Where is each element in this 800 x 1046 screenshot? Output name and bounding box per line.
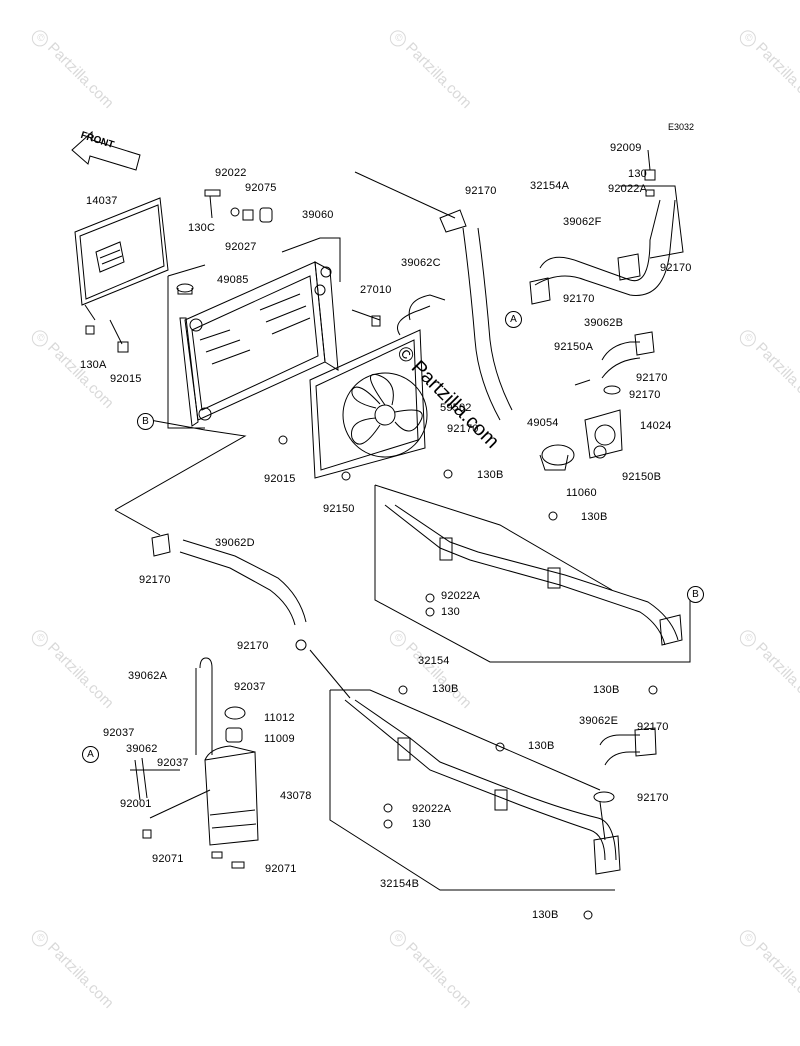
part-label: 92037 [234, 681, 266, 693]
part-label: 11012 [264, 712, 295, 724]
part-label: 92071 [265, 863, 297, 875]
part-label: 130B [593, 684, 620, 696]
part-label: 92022 [215, 167, 247, 179]
part-label: 39062B [584, 317, 624, 329]
part-label: 39062D [215, 537, 255, 549]
part-label: 39060 [302, 209, 334, 221]
part-label: 59502 [440, 402, 472, 414]
part-label: 130 [412, 818, 431, 830]
part-label: 92001 [120, 798, 152, 810]
part-label: 92022A [441, 590, 481, 602]
part-label: 92170 [139, 574, 171, 586]
part-label: 92027 [225, 241, 257, 253]
part-label: 130B [581, 511, 608, 523]
part-label: 92170 [563, 293, 595, 305]
part-label: 39062 [126, 743, 158, 755]
part-label: 130C [188, 222, 216, 234]
part-label: 49085 [217, 274, 249, 286]
part-label: 32154A [530, 180, 570, 192]
part-label: 130B [432, 683, 459, 695]
part-label: 92170 [637, 792, 669, 804]
part-label: 130A [80, 359, 107, 371]
part-label: 92150 [323, 503, 355, 515]
part-label: 92170 [465, 185, 497, 197]
part-label: 39062A [128, 670, 168, 682]
part-label: 92170 [637, 721, 669, 733]
part-label: 49054 [527, 417, 559, 429]
part-label: 92015 [264, 473, 296, 485]
part-label: 92150B [622, 471, 662, 483]
part-label: 92170 [237, 640, 269, 652]
part-label: 11009 [264, 733, 295, 745]
screen-14037 [74, 197, 169, 306]
part-label: 92170 [447, 423, 479, 435]
part-label: 39062C [401, 257, 441, 269]
part-label: 92150A [554, 341, 594, 353]
ref-marker-b: A [505, 311, 522, 328]
part-label: 39062E [579, 715, 619, 727]
part-label: 14024 [640, 420, 672, 432]
part-label: 43078 [280, 790, 312, 802]
part-label: 130 [441, 606, 460, 618]
part-label: 92170 [629, 389, 661, 401]
part-label: 92015 [110, 373, 142, 385]
part-label: 130B [532, 909, 559, 921]
ref-marker-a: A [82, 746, 99, 763]
part-label: 130B [477, 469, 504, 481]
part-label: 92071 [152, 853, 184, 865]
fan-59502 [309, 329, 428, 479]
part-label: 14037 [86, 195, 118, 207]
part-label: 130B [528, 740, 555, 752]
ref-marker-b: B [687, 586, 704, 603]
part-label: 32154 [418, 655, 450, 667]
part-label: 92037 [157, 757, 189, 769]
part-label: 92170 [660, 262, 692, 274]
ref-marker-a: B [137, 413, 154, 430]
front-arrow-icon [71, 130, 141, 171]
part-label: 130 [628, 168, 647, 180]
pipe-32154 [384, 504, 683, 646]
part-label: 92037 [103, 727, 135, 739]
reservoir-43078 [204, 706, 259, 869]
part-label: 27010 [360, 284, 392, 296]
radiator-39060 [179, 261, 339, 427]
pipe-32154b [344, 699, 621, 875]
part-label: 92009 [610, 142, 642, 154]
diagram-code: E3032 [668, 122, 695, 132]
part-label: 92075 [245, 182, 277, 194]
part-label: 39062F [563, 216, 602, 228]
part-label: 32154B [380, 878, 420, 890]
part-label: 92022A [608, 183, 648, 195]
part-label: 92170 [636, 372, 668, 384]
part-label: 92022A [412, 803, 452, 815]
part-label: 11060 [566, 487, 597, 499]
